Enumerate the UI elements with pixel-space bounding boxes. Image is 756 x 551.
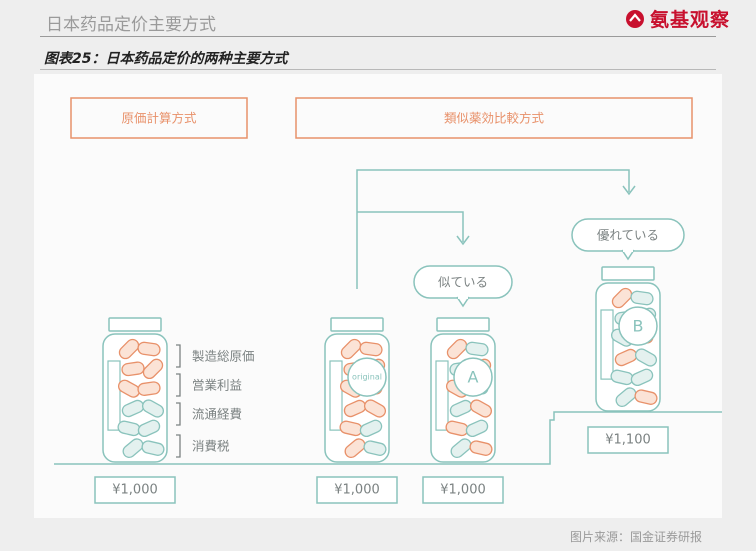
slide-title: 日本药品定价主要方式 <box>46 15 216 35</box>
component-bracket <box>176 344 181 368</box>
pill <box>122 438 144 459</box>
pill <box>469 440 493 456</box>
jar-label-strip <box>329 360 343 431</box>
price-box <box>94 476 176 504</box>
pill <box>117 379 141 398</box>
pill <box>344 438 366 459</box>
method-box <box>70 97 248 139</box>
component-bracket <box>176 402 181 426</box>
price-label: ¥1,000 <box>112 483 158 498</box>
jar-lid <box>108 317 162 332</box>
pill <box>634 389 658 405</box>
jar-badge-label: B <box>633 317 644 336</box>
bubble-similar: 似ている <box>413 265 513 308</box>
jar-badge-label: A <box>468 368 479 387</box>
method-label: 原価計算方式 <box>121 111 197 126</box>
pill <box>137 381 161 397</box>
pill <box>121 361 145 377</box>
price-label: ¥1,100 <box>605 433 651 448</box>
connector-line <box>356 169 630 289</box>
pill <box>469 399 493 418</box>
pill <box>615 387 637 408</box>
jar-badge <box>453 357 493 397</box>
pill <box>611 287 633 309</box>
jar-badge <box>347 357 387 397</box>
pill <box>137 419 161 438</box>
method-label: 類似薬効比較方式 <box>444 111 545 126</box>
bottle-original: original <box>324 317 390 463</box>
figure-divider <box>40 69 716 70</box>
jar-badge-label: original <box>352 373 382 382</box>
price-box <box>422 476 504 504</box>
jar-label-strip <box>107 360 121 431</box>
brand-logo: 氨基观察 <box>624 5 730 32</box>
pill <box>630 290 654 306</box>
component-label: 流通経費 <box>192 407 242 422</box>
method-box <box>295 97 693 139</box>
pill <box>118 338 140 360</box>
bottle-A: A <box>430 317 496 463</box>
pill <box>137 341 161 357</box>
logo-text: 氨基观察 <box>649 9 730 31</box>
arrow-head <box>456 235 470 246</box>
pill <box>630 368 654 387</box>
jar-lid <box>436 317 490 332</box>
component-label: 消費税 <box>192 439 230 454</box>
connector-line <box>357 211 464 242</box>
figure-title: 图表25：日本药品定价的两种主要方式 <box>44 51 288 67</box>
component-bracket <box>176 434 181 458</box>
pill <box>359 341 383 357</box>
pill <box>465 419 489 438</box>
pill <box>446 338 468 360</box>
pill <box>465 341 489 357</box>
price-box <box>316 476 398 504</box>
pill <box>359 419 383 438</box>
pill <box>450 438 472 459</box>
jar-label-strip <box>435 360 449 431</box>
jar-lid <box>601 266 655 281</box>
pill <box>363 440 387 456</box>
pill <box>363 399 387 418</box>
jar-badge <box>618 306 658 346</box>
price-label: ¥1,000 <box>440 483 486 498</box>
title-divider <box>40 36 716 37</box>
baseline <box>54 411 722 465</box>
logo-icon <box>625 9 644 28</box>
pill <box>141 399 165 418</box>
jar-label-strip <box>600 309 614 380</box>
bubble-label: 優れている <box>597 228 659 243</box>
price-label: ¥1,000 <box>334 483 380 498</box>
bottle-B: B <box>595 266 661 412</box>
bottle-cost <box>102 317 168 463</box>
pill <box>142 358 164 380</box>
diagram-panel: 原価計算方式 類似薬効比較方式似ている 優れている original A B 製造総原価営業… <box>34 74 722 518</box>
component-label: 製造総原価 <box>192 349 255 364</box>
component-bracket <box>176 373 181 397</box>
figure-source: 图片来源：国金证券研报 <box>569 530 702 544</box>
jar-lid <box>330 317 384 332</box>
bubble-label: 似ている <box>438 275 488 290</box>
price-box <box>587 426 669 454</box>
pill <box>634 348 658 367</box>
bubble-superior: 優れている <box>571 218 685 261</box>
component-label: 営業利益 <box>192 378 242 393</box>
arrow-head <box>622 185 636 196</box>
pill <box>141 440 165 456</box>
pill <box>340 338 362 360</box>
